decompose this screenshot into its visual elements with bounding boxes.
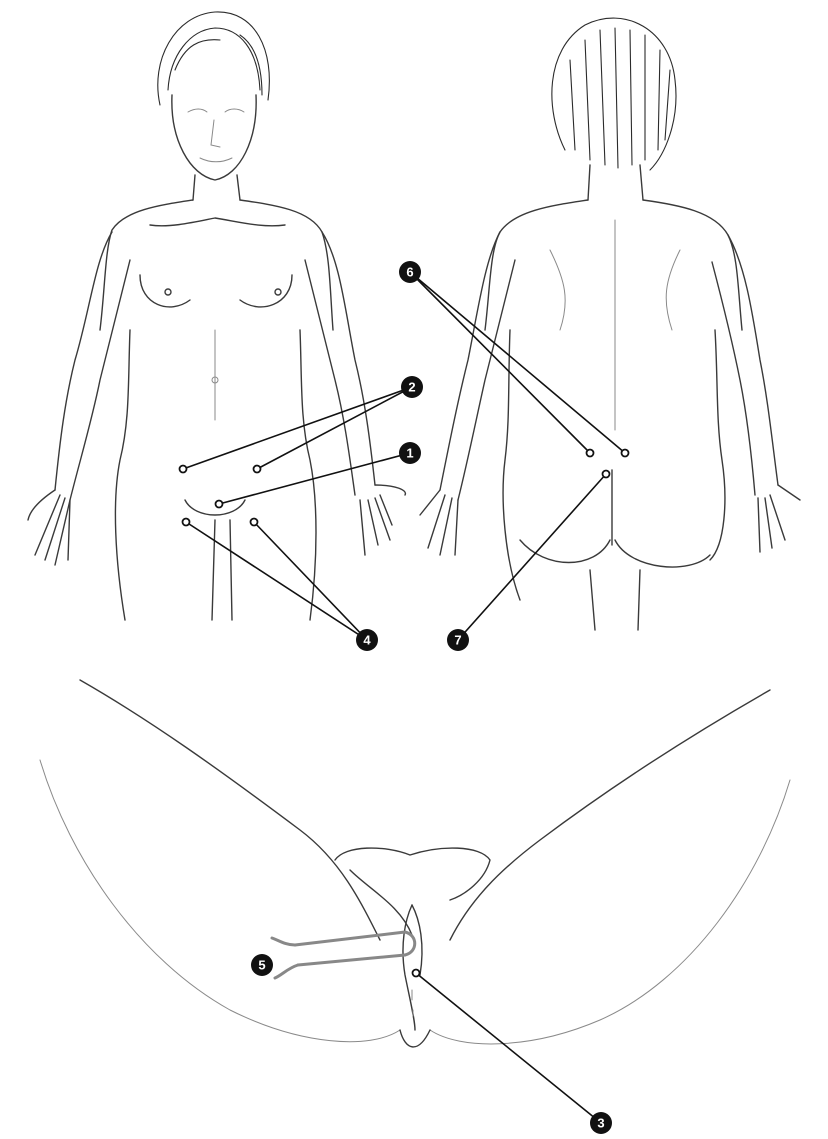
point-4b xyxy=(251,519,258,526)
point-7 xyxy=(603,471,610,478)
target-points xyxy=(180,450,629,977)
marker-7: 7 xyxy=(447,629,469,651)
marker-4-label: 4 xyxy=(363,633,371,648)
point-6b xyxy=(622,450,629,457)
marker-1-label: 1 xyxy=(406,446,413,461)
point-3 xyxy=(413,970,420,977)
marker-1: 1 xyxy=(399,442,421,464)
marker-5: 5 xyxy=(251,954,273,976)
point-4a xyxy=(183,519,190,526)
back-figure xyxy=(420,18,800,630)
marker-6: 6 xyxy=(399,261,421,283)
marker-2-label: 2 xyxy=(408,380,415,395)
marker-7-label: 7 xyxy=(454,633,461,648)
marker-4: 4 xyxy=(356,629,378,651)
front-figure xyxy=(28,12,405,620)
point-6a xyxy=(587,450,594,457)
point-2b xyxy=(254,466,261,473)
marker-3-label: 3 xyxy=(597,1116,604,1131)
speculum-instrument xyxy=(272,932,415,978)
marker-2: 2 xyxy=(401,376,423,398)
marker-6-label: 6 xyxy=(406,265,413,280)
leader-lines xyxy=(183,272,625,1123)
point-1 xyxy=(216,501,223,508)
marker-5-label: 5 xyxy=(258,958,265,973)
marker-3: 3 xyxy=(590,1112,612,1134)
bottom-view xyxy=(40,680,790,1047)
point-2a xyxy=(180,466,187,473)
